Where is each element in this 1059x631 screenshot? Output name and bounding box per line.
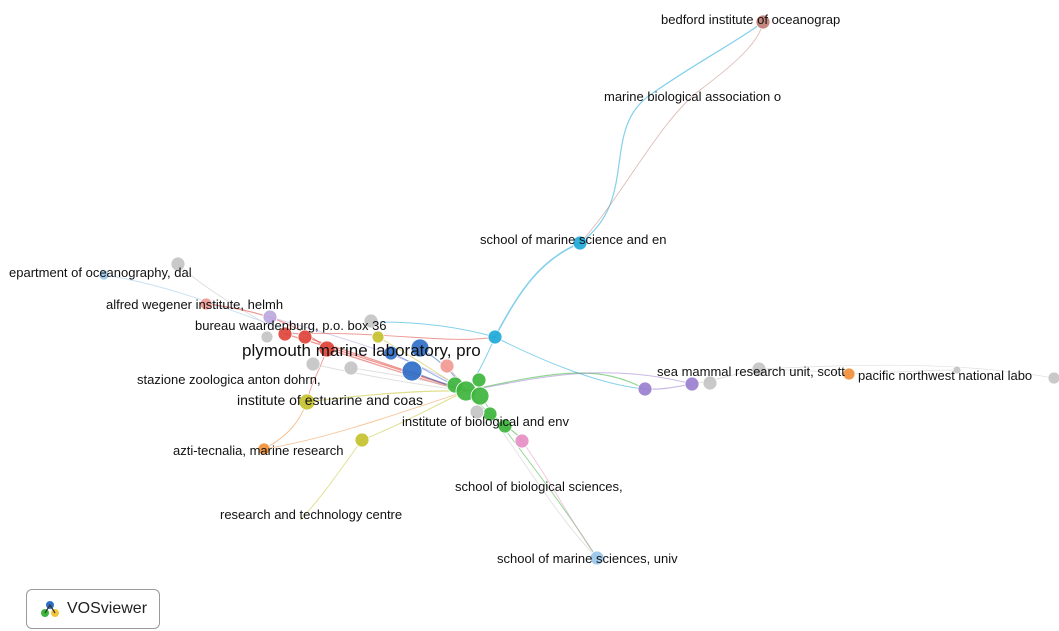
network-link (465, 372, 646, 392)
network-node-greyG[interactable] (751, 361, 767, 377)
network-node-greenF[interactable] (497, 418, 513, 434)
network-node-greenC[interactable] (470, 386, 490, 406)
network-node-purp2[interactable] (684, 376, 700, 392)
network-node-greyR[interactable] (952, 365, 962, 375)
label-awi[interactable]: alfred wegener institute, helmh (106, 297, 283, 312)
network-node-azti[interactable] (257, 442, 271, 456)
vosviewer-text: VOSviewer (67, 600, 148, 617)
network-node-greyTL[interactable] (170, 256, 186, 272)
network-node-sms[interactable] (589, 550, 605, 566)
network-node-yel1[interactable] (371, 330, 385, 344)
network-node-red3[interactable] (318, 340, 336, 358)
network-node-pink[interactable] (514, 433, 530, 449)
vosviewer-logo-icon (41, 601, 59, 617)
network-node-salm2[interactable] (439, 358, 455, 374)
network-link (361, 390, 467, 441)
network-node-greyE[interactable] (469, 404, 485, 420)
network-link (284, 332, 496, 340)
network-link (494, 336, 646, 390)
network-link (579, 21, 764, 244)
network-link (489, 413, 598, 559)
network-link (521, 440, 598, 559)
label-smse[interactable]: school of marine science and en (480, 232, 666, 247)
label-pnnl[interactable]: pacific northwest national labo (858, 368, 1032, 383)
label-pml[interactable]: plymouth marine laboratory, pro (242, 341, 481, 360)
label-azti[interactable]: azti-tecnalia, marine research (173, 443, 344, 458)
label-bedford[interactable]: bedford institute of oceanograp (661, 12, 840, 27)
network-link (299, 439, 363, 521)
network-node-bedford[interactable] (755, 14, 771, 30)
network-links (103, 21, 1055, 559)
label-sms[interactable]: school of marine sciences, univ (497, 551, 678, 566)
vosviewer-badge[interactable]: VOSviewer (26, 589, 160, 629)
network-link (465, 372, 693, 392)
label-szn[interactable]: stazione zoologica anton dohrn, (137, 372, 321, 387)
network-link (579, 21, 764, 244)
label-smru[interactable]: sea mammal research unit, scott (657, 364, 845, 379)
network-node-red2[interactable] (297, 329, 313, 345)
network-node-awi[interactable] (199, 297, 213, 311)
network-node-purp1[interactable] (637, 381, 653, 397)
label-ibe[interactable]: institute of biological and env (402, 414, 569, 429)
network-node-yel3[interactable] (354, 432, 370, 448)
network-node-greenD[interactable] (471, 372, 487, 388)
network-nodes (98, 14, 1059, 566)
label-mba[interactable]: marine biological association o (604, 89, 781, 104)
network-link (379, 321, 496, 338)
label-rtc[interactable]: research and technology centre (220, 507, 402, 522)
network-node-lav1[interactable] (262, 309, 278, 325)
network-node-blue3[interactable] (401, 360, 423, 382)
label-dal[interactable]: epartment of oceanography, dal (9, 265, 192, 280)
network-node-greyF[interactable] (702, 375, 718, 391)
network-link (494, 242, 581, 338)
network-link (177, 263, 286, 335)
network-node-red1[interactable] (277, 326, 293, 342)
network-node-greyB[interactable] (363, 313, 379, 329)
label-iec[interactable]: institute of estuarine and coas (237, 392, 423, 408)
network-node-greyEnd[interactable] (1047, 371, 1059, 385)
network-node-orangeR[interactable] (842, 367, 856, 381)
network-node-yel2[interactable] (298, 393, 316, 411)
network-node-blue2[interactable] (410, 338, 430, 358)
label-bureau[interactable]: bureau waardenburg, p.o. box 36 (195, 318, 387, 333)
network-node-cyanMid[interactable] (572, 235, 588, 251)
network-link (758, 364, 1055, 379)
label-sbs[interactable]: school of biological sciences, (455, 479, 623, 494)
network-node-greyD[interactable] (305, 356, 321, 372)
network-node-blue1[interactable] (383, 345, 399, 361)
network-link (848, 369, 958, 375)
network-node-cyanHub[interactable] (487, 329, 503, 345)
network-node-greyC[interactable] (343, 360, 359, 376)
network-link (103, 274, 306, 338)
network-link (263, 390, 467, 450)
network-node-greyA[interactable] (260, 330, 274, 344)
network-node-dal[interactable] (98, 269, 110, 281)
